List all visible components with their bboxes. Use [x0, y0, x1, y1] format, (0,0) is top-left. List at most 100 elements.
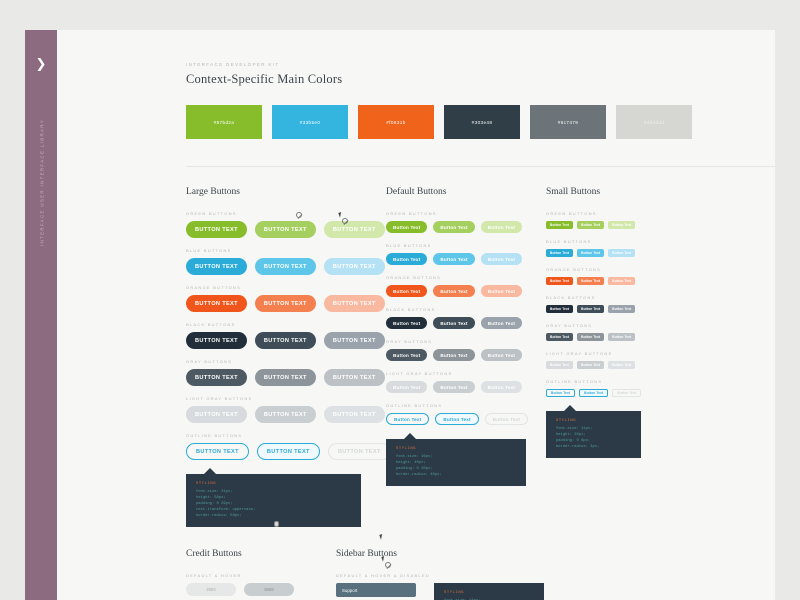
button-outline-hover[interactable]: BUTTON TEXT	[256, 443, 320, 460]
button-light-gray-disabled[interactable]: Button Text	[480, 381, 523, 393]
code-line: height: 40px;	[396, 461, 426, 465]
button-row-gray: Button Text Button Text Button Text	[386, 349, 546, 361]
page-title: Context-Specific Main Colors	[186, 72, 343, 86]
group-label-light-gray: LIGHT GRAY BUTTONS	[386, 371, 453, 376]
button-light-gray-hover[interactable]: BUTTON TEXT	[254, 406, 316, 423]
button-green-hover[interactable]: BUTTON TEXT	[254, 221, 316, 238]
button-light-gray-hover[interactable]: Button Text	[577, 361, 605, 369]
button-black-disabled[interactable]: Button Text	[480, 317, 523, 329]
color-swatch-blue[interactable]: #33b5e0	[272, 105, 348, 139]
code-title: STYLING	[556, 419, 577, 423]
button-light-gray-hover[interactable]: Button Text	[433, 381, 475, 393]
button-outline-default[interactable]: Button Text	[546, 389, 576, 397]
button-gray-default[interactable]: Button Text	[386, 349, 428, 361]
button-blue-hover[interactable]: Button Text	[577, 249, 605, 257]
credit-button-hover[interactable]: 5000	[244, 583, 294, 596]
button-blue-disabled[interactable]: Button Text	[480, 253, 523, 265]
button-blue-default[interactable]: Button Text	[546, 249, 574, 257]
button-black-default[interactable]: Button Text	[546, 305, 574, 313]
color-swatch-light-gray[interactable]: #dddddd	[616, 105, 692, 139]
credit-button-default[interactable]: 2500	[186, 583, 236, 596]
button-gray-disabled[interactable]: BUTTON TEXT	[323, 369, 385, 386]
code-line: height: 58px;	[196, 496, 226, 500]
button-black-hover[interactable]: Button Text	[577, 305, 605, 313]
button-orange-hover[interactable]: Button Text	[433, 285, 475, 297]
button-gray-hover[interactable]: Button Text	[433, 349, 475, 361]
swatch-hex-label: #33b5e0	[299, 119, 321, 125]
button-orange-default[interactable]: BUTTON TEXT	[186, 295, 247, 312]
button-blue-default[interactable]: BUTTON TEXT	[186, 258, 247, 275]
button-outline-default[interactable]: Button Text	[386, 413, 430, 425]
button-light-gray-disabled[interactable]: BUTTON TEXT	[323, 406, 385, 423]
code-title: STYLING	[196, 482, 217, 486]
button-green-hover[interactable]: Button Text	[433, 221, 475, 233]
button-gray-default[interactable]: BUTTON TEXT	[186, 369, 247, 386]
support-button-default[interactable]: Support	[336, 583, 416, 597]
button-green-disabled[interactable]: Button Text	[480, 221, 523, 233]
button-green-hover[interactable]: Button Text	[577, 221, 605, 229]
button-black-disabled[interactable]: Button Text	[608, 305, 636, 313]
button-outline-hover[interactable]: Button Text	[579, 389, 609, 397]
color-swatch-black[interactable]: #303e48	[444, 105, 520, 139]
button-orange-disabled[interactable]: Button Text	[480, 285, 523, 297]
code-line: padding: 0 20px;	[396, 467, 433, 471]
color-swatch-gray[interactable]: #6c7479	[530, 105, 606, 139]
button-orange-default[interactable]: Button Text	[386, 285, 428, 297]
button-green-default[interactable]: Button Text	[386, 221, 428, 233]
color-swatch-green[interactable]: #87bd2a	[186, 105, 262, 139]
main-canvas: INTERFACE DEVELOPER KIT Context-Specific…	[57, 30, 775, 600]
group-label-outline: OUTLINE BUTTONS	[386, 403, 443, 408]
button-outline-disabled[interactable]: BUTTON TEXT	[327, 443, 391, 460]
button-light-gray-default[interactable]: BUTTON TEXT	[186, 406, 247, 423]
button-orange-default[interactable]: Button Text	[546, 277, 574, 285]
button-green-default[interactable]: Button Text	[546, 221, 574, 229]
color-swatch-orange[interactable]: #f0631b	[358, 105, 434, 139]
button-blue-hover[interactable]: Button Text	[433, 253, 475, 265]
button-green-disabled[interactable]: BUTTON TEXT	[323, 221, 385, 238]
group-label: DEFAULT & HOVER & DISABLED	[336, 573, 430, 578]
button-green-disabled[interactable]: Button Text	[608, 221, 636, 229]
code-line: font-size: 11px;	[556, 427, 593, 431]
button-light-gray-disabled[interactable]: Button Text	[608, 361, 636, 369]
chevron-right-icon[interactable]: ❯	[35, 57, 47, 72]
button-blue-disabled[interactable]: BUTTON TEXT	[323, 258, 385, 275]
button-light-gray-default[interactable]: Button Text	[386, 381, 428, 393]
button-blue-hover[interactable]: BUTTON TEXT	[254, 258, 316, 275]
button-gray-hover[interactable]: BUTTON TEXT	[254, 369, 316, 386]
button-orange-hover[interactable]: BUTTON TEXT	[254, 295, 316, 312]
button-orange-hover[interactable]: Button Text	[577, 277, 605, 285]
button-black-default[interactable]: Button Text	[386, 317, 428, 329]
button-gray-default[interactable]: Button Text	[546, 333, 574, 341]
button-black-default[interactable]: BUTTON TEXT	[186, 332, 247, 349]
code-line: border-radius: 40px;	[396, 473, 442, 477]
button-black-disabled[interactable]: BUTTON TEXT	[323, 332, 385, 349]
button-light-gray-default[interactable]: Button Text	[546, 361, 574, 369]
button-outline-disabled[interactable]: Button Text	[484, 413, 529, 425]
button-gray-disabled[interactable]: Button Text	[608, 333, 636, 341]
button-outline-hover[interactable]: Button Text	[435, 413, 479, 425]
group-label-light-gray: LIGHT GRAY BUTTONS	[186, 396, 253, 401]
button-blue-disabled[interactable]: Button Text	[608, 249, 636, 257]
column-title: Small Buttons	[546, 187, 601, 197]
button-black-hover[interactable]: Button Text	[433, 317, 475, 329]
button-orange-disabled[interactable]: Button Text	[608, 277, 636, 285]
button-outline-default[interactable]: BUTTON TEXT	[186, 443, 249, 460]
button-gray-hover[interactable]: Button Text	[577, 333, 605, 341]
button-outline-disabled[interactable]: Button Text	[612, 389, 642, 397]
button-gray-disabled[interactable]: Button Text	[480, 349, 523, 361]
group-label-orange: ORANGE BUTTONS	[186, 285, 241, 290]
button-blue-default[interactable]: Button Text	[386, 253, 428, 265]
page-eyebrow: INTERFACE DEVELOPER KIT	[186, 62, 280, 67]
button-orange-disabled[interactable]: BUTTON TEXT	[323, 295, 385, 312]
button-black-hover[interactable]: BUTTON TEXT	[254, 332, 316, 349]
button-green-default[interactable]: BUTTON TEXT	[186, 221, 247, 238]
